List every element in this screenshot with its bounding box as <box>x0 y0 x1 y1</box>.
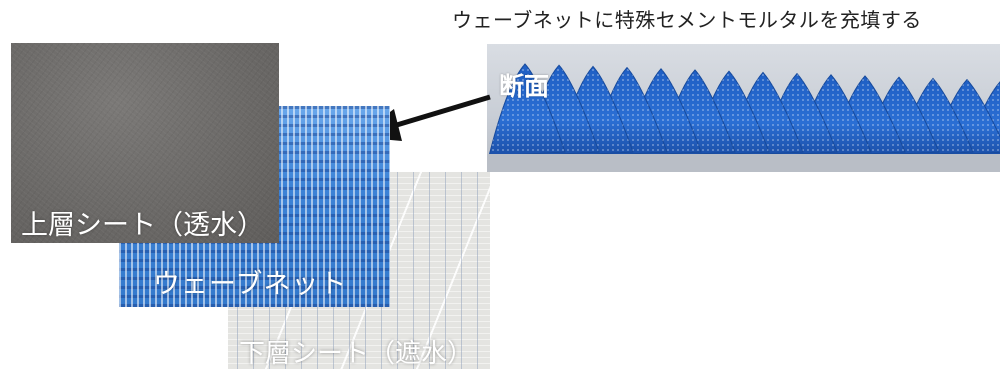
lower-sheet-label: 下層シート（遮水） <box>239 339 474 369</box>
wave-net-label: ウェーブネット <box>153 269 348 300</box>
upper-sheet-photo <box>11 43 279 243</box>
top-caption: ウェーブネットに特殊セメントモルタルを充填する <box>452 8 922 32</box>
wave-rib-mesh <box>489 64 565 156</box>
upper-sheet-label: 上層シート（透水） <box>21 210 264 241</box>
wave-net-cross-section <box>487 63 1000 172</box>
cross-section-photo <box>487 44 1000 172</box>
section-base <box>487 154 1000 172</box>
cross-section-label: 断面 <box>499 72 550 101</box>
